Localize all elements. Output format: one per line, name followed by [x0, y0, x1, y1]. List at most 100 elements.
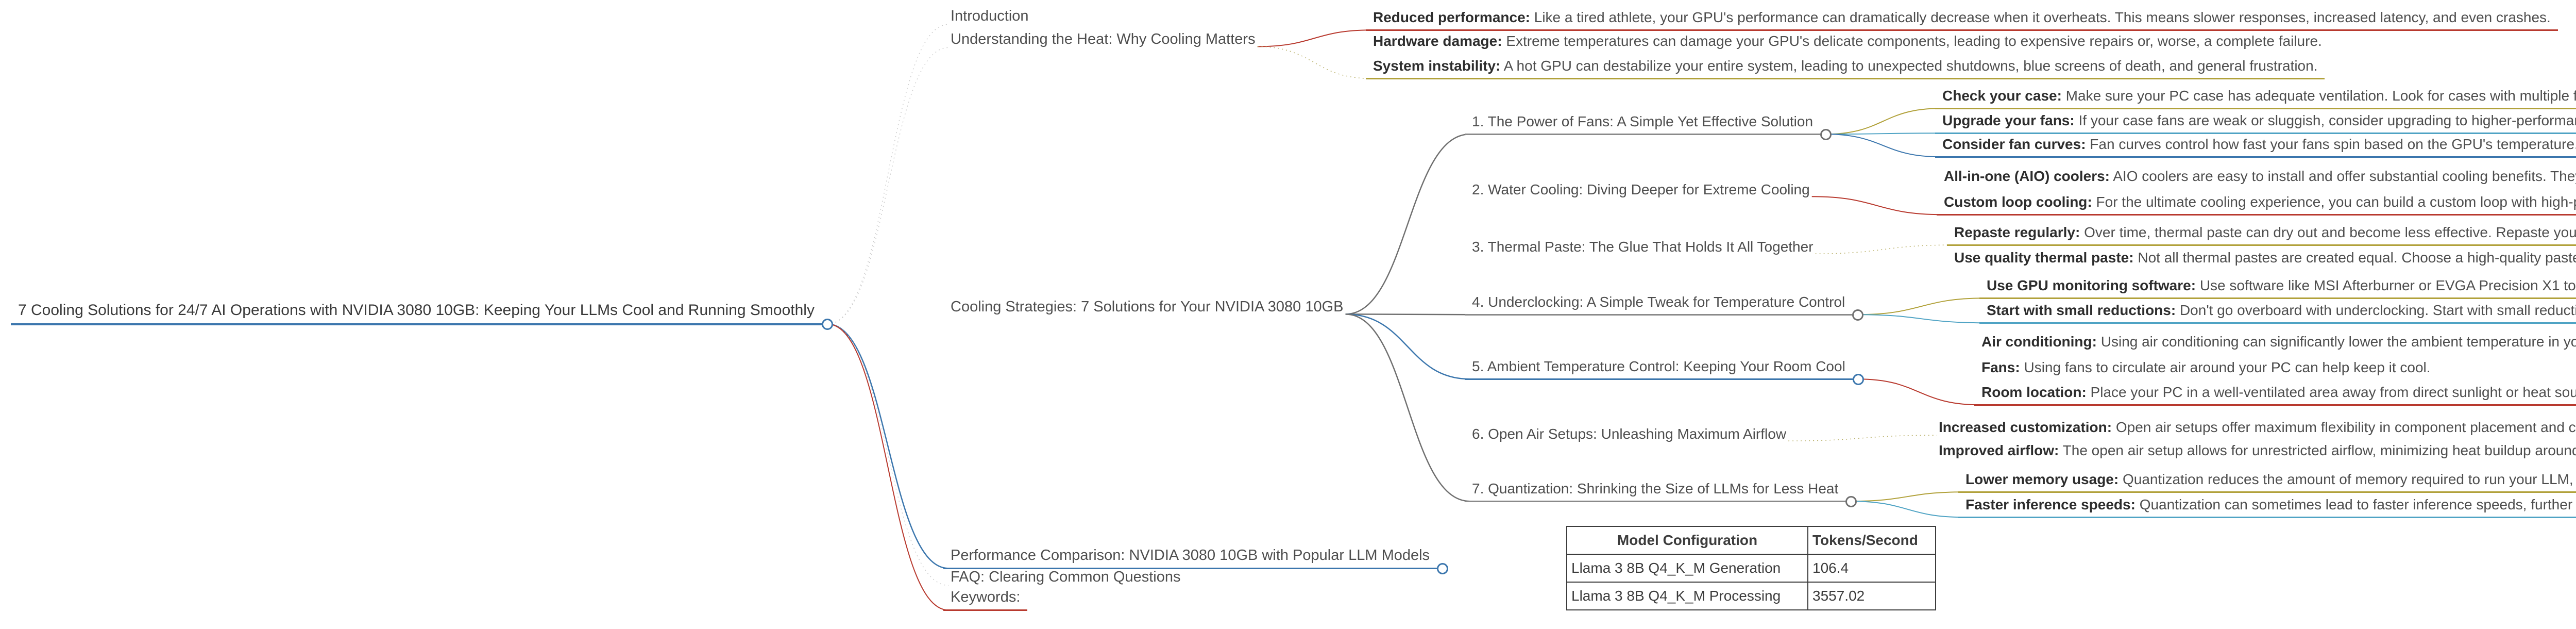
connector-cooling-item7 — [1345, 313, 1470, 502]
node-bold-label: System instability: — [1373, 58, 1501, 74]
mindmap-node-leaf-upgrade-your-fans: Upgrade your fans: If your case fans are… — [1935, 112, 2576, 135]
node-bold-label: Lower memory usage: — [1965, 471, 2119, 487]
node-text: Use software like MSI Afterburner or EVG… — [2199, 277, 2576, 293]
node-text: For the ultimate cooling experience, you… — [2096, 194, 2576, 210]
expander-circle-solution-4-underclocking[interactable] — [1852, 309, 1864, 321]
mindmap-node-leaf-aio-coolers: All-in-one (AIO) coolers: AIO coolers ar… — [1937, 168, 2576, 188]
mindmap-node-branch-cooling-strategies: Cooling Strategies: 7 Solutions for Your… — [943, 299, 1351, 319]
mindmap-node-leaf-reduced-performance: Reduced performance: Like a tired athlet… — [1366, 9, 2558, 31]
mindmap-node-leaf-lower-memory-usage: Lower memory usage: Quantization reduces… — [1958, 471, 2576, 493]
node-text: A hot GPU can destabilize your entire sy… — [1500, 58, 2318, 74]
mindmap-node-leaf-use-gpu-monitoring-software: Use GPU monitoring software: Use softwar… — [1979, 277, 2576, 300]
expander-circle-branch-performance-comparison[interactable] — [1437, 563, 1449, 575]
connector-item4-smallred — [1858, 314, 1985, 324]
mindmap-node-leaf-faster-inference-speeds: Faster inference speeds: Quantization ca… — [1958, 496, 2576, 519]
expander-circle-solution-5-ambient-temperature[interactable] — [1852, 374, 1864, 386]
node-bold-label: Consider fan curves: — [1942, 136, 2086, 152]
mindmap-node-solution-1-power-of-fans: 1. The Power of Fans: A Simple Yet Effec… — [1465, 113, 1832, 141]
connector-root-understanding — [827, 47, 949, 325]
mindmap-node-solution-5-ambient-temperature: 5. Ambient Temperature Control: Keeping … — [1465, 358, 1864, 386]
table-header-1: Tokens/Second — [1807, 526, 1936, 555]
expander-circle-solution-7-quantization[interactable] — [1845, 496, 1857, 508]
connector-root-intro — [827, 24, 949, 325]
table-cell: 106.4 — [1807, 554, 1936, 583]
node-text: Extreme temperatures can damage your GPU… — [1502, 33, 2322, 49]
expander-circle-root-topic[interactable] — [821, 318, 833, 330]
connector-root-perf — [827, 323, 949, 569]
node-text: Fan curves control how fast your fans sp… — [2090, 136, 2576, 152]
node-text: 7 Cooling Solutions for 24/7 AI Operatio… — [18, 302, 815, 319]
connector-item6-increased — [1788, 435, 1937, 441]
node-text: The open air setup allows for unrestrict… — [2062, 442, 2576, 458]
node-text: Not all thermal pastes are created equal… — [2138, 250, 2576, 266]
node-bold-label: All-in-one (AIO) coolers: — [1944, 168, 2110, 184]
node-text: 3. Thermal Paste: The Glue That Holds It… — [1472, 239, 1814, 255]
table-cell: Llama 3 8B Q4_K_M Generation — [1566, 554, 1808, 583]
mindmap-node-solution-6-open-air-setups: 6. Open Air Setups: Unleashing Maximum A… — [1465, 426, 1793, 446]
connector-item1-check — [1826, 108, 1941, 135]
table-header-0: Model Configuration — [1566, 526, 1808, 555]
connector-item4-gpumonitor — [1858, 297, 1985, 316]
connector-root-keywords — [827, 323, 949, 611]
node-text: Cooling Strategies: 7 Solutions for Your… — [951, 299, 1344, 315]
mindmap-node-leaf-custom-loop-cooling: Custom loop cooling: For the ultimate co… — [1937, 194, 2576, 216]
connector-item5-roomloc — [1858, 378, 1980, 406]
node-text: Understanding the Heat: Why Cooling Matt… — [951, 31, 1256, 47]
connector-cooling-item1 — [1345, 133, 1470, 315]
node-bold-label: Repaste regularly: — [1954, 224, 2080, 240]
table-cell: Llama 3 8B Q4_K_M Processing — [1566, 582, 1808, 610]
node-bold-label: Hardware damage: — [1373, 33, 1502, 49]
mindmap-node-leaf-hardware-damage: Hardware damage: Extreme temperatures ca… — [1366, 33, 2329, 53]
node-bold-label: Use quality thermal paste: — [1954, 250, 2134, 266]
node-text: FAQ: Clearing Common Questions — [951, 569, 1181, 585]
mindmap-node-leaf-consider-fan-curves: Consider fan curves: Fan curves control … — [1935, 136, 2576, 158]
mindmap-node-leaf-repaste-regularly: Repaste regularly: Over time, thermal pa… — [1947, 224, 2576, 246]
node-text: Using air conditioning can significantly… — [2100, 334, 2576, 350]
connector-cooling-item5 — [1345, 313, 1470, 380]
mindmap-node-branch-introduction: Introduction — [943, 8, 1036, 28]
node-bold-label: Use GPU monitoring software: — [1987, 277, 2196, 293]
node-text: Open air setups offer maximum flexibilit… — [2115, 419, 2576, 435]
node-text: Using fans to circulate air around your … — [2020, 359, 2431, 375]
node-bold-label: Increased customization: — [1939, 419, 2112, 435]
node-text: Like a tired athlete, your GPU's perform… — [1530, 9, 2551, 25]
mindmap-node-leaf-room-location: Room location: Place your PC in a well-v… — [1974, 384, 2576, 406]
node-bold-label: Custom loop cooling: — [1944, 194, 2092, 210]
mindmap-node-leaf-check-your-case: Check your case: Make sure your PC case … — [1935, 88, 2576, 110]
connector-item7-lowermem — [1851, 491, 1964, 502]
node-text: 4. Underclocking: A Simple Tweak for Tem… — [1472, 294, 1845, 310]
node-text: Place your PC in a well-ventilated area … — [2086, 384, 2576, 400]
node-text: Over time, thermal paste can dry out and… — [2084, 224, 2576, 240]
node-text: Quantization reduces the amount of memor… — [2122, 471, 2576, 487]
node-text: Make sure your PC case has adequate vent… — [2065, 88, 2576, 104]
expander-circle-solution-1-power-of-fans[interactable] — [1820, 129, 1832, 141]
connector-item1-fancurves — [1826, 134, 1941, 158]
mindmap-node-root-topic: 7 Cooling Solutions for 24/7 AI Operatio… — [11, 302, 833, 330]
node-bold-label: Air conditioning: — [1981, 334, 2097, 350]
connector-item1-upgrade — [1826, 133, 1941, 135]
node-bold-label: Faster inference speeds: — [1965, 496, 2136, 512]
mindmap-node-solution-2-water-cooling: 2. Water Cooling: Diving Deeper for Extr… — [1465, 181, 1817, 202]
connector-item2-customloop — [1811, 196, 1942, 216]
connector-understanding-reduced — [1257, 29, 1371, 47]
connector-item7-faster — [1851, 501, 1964, 518]
node-bold-label: Upgrade your fans: — [1942, 112, 2075, 128]
mindmap-node-solution-3-thermal-paste: 3. Thermal Paste: The Glue That Holds It… — [1465, 239, 1821, 259]
node-text: Keywords: — [951, 589, 1021, 605]
node-bold-label: Room location: — [1981, 384, 2087, 400]
mindmap-node-branch-keywords: Keywords: — [943, 589, 1028, 611]
mindmap-node-branch-faq: FAQ: Clearing Common Questions — [943, 569, 1188, 589]
node-text: AIO coolers are easy to install and offe… — [2113, 168, 2576, 184]
node-text: 2. Water Cooling: Diving Deeper for Extr… — [1472, 181, 1810, 197]
node-text: 1. The Power of Fans: A Simple Yet Effec… — [1472, 113, 1814, 129]
node-text: If your case fans are weak or sluggish, … — [2078, 112, 2576, 128]
node-text: Performance Comparison: NVIDIA 3080 10GB… — [951, 547, 1430, 564]
mindmap-node-leaf-start-with-small-reductions: Start with small reductions: Don't go ov… — [1979, 302, 2576, 324]
node-text: 6. Open Air Setups: Unleashing Maximum A… — [1472, 426, 1787, 442]
